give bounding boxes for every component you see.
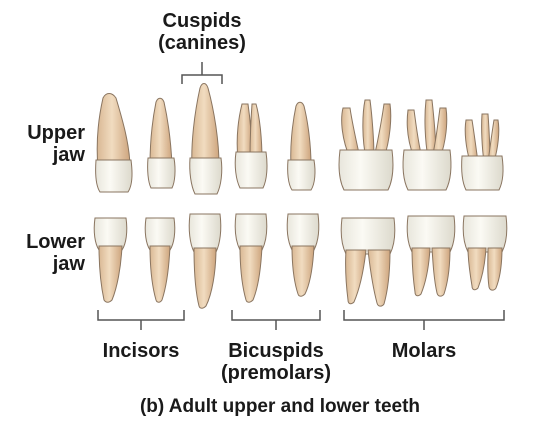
- upper-jaw-label-line1: Upper: [27, 122, 85, 144]
- cuspids-label-line2: (canines): [158, 32, 246, 54]
- upper-first-premolar: [234, 103, 268, 189]
- cuspids-bracket: [181, 62, 223, 84]
- lower-jaw-teeth: [93, 213, 508, 309]
- cuspids-label-line1: Cuspids: [162, 10, 242, 32]
- upper-third-molar: [461, 113, 504, 191]
- lower-first-premolar: [234, 213, 268, 303]
- lower-first-molar: [340, 217, 396, 307]
- upper-jaw-label: Upper jaw: [5, 122, 85, 166]
- bicuspids-label: Bicuspids (premolars): [206, 340, 346, 384]
- bicuspids-bracket: [231, 310, 321, 330]
- lower-second-premolar: [286, 213, 320, 297]
- upper-central-incisor: [95, 93, 133, 193]
- upper-second-premolar: [287, 101, 316, 191]
- lower-central-incisor: [93, 217, 128, 303]
- lower-lateral-incisor: [144, 217, 176, 303]
- lower-jaw-label-line2: jaw: [52, 253, 85, 275]
- group-brackets: [97, 62, 505, 330]
- bicuspids-label-line1: Bicuspids: [228, 340, 324, 362]
- lower-jaw-label-line1: Lower: [26, 231, 85, 253]
- upper-jaw-teeth: [95, 83, 504, 195]
- lower-third-molar: [462, 215, 508, 291]
- molars-label: Molars: [391, 340, 457, 362]
- cuspids-label: Cuspids (canines): [152, 10, 252, 54]
- lower-jaw-label: Lower jaw: [5, 231, 85, 275]
- figure-caption: (b) Adult upper and lower teeth: [139, 396, 421, 417]
- incisors-label: Incisors: [102, 340, 180, 362]
- upper-canine: [189, 83, 223, 195]
- lower-canine: [188, 213, 222, 309]
- molars-bracket: [343, 310, 505, 330]
- upper-first-molar: [338, 99, 394, 191]
- bicuspids-label-line2: (premolars): [220, 362, 332, 384]
- upper-jaw-label-line2: jaw: [52, 144, 85, 166]
- incisors-bracket: [97, 310, 185, 330]
- lower-second-molar: [406, 215, 456, 297]
- upper-second-molar: [402, 99, 452, 191]
- upper-lateral-incisor: [147, 97, 176, 189]
